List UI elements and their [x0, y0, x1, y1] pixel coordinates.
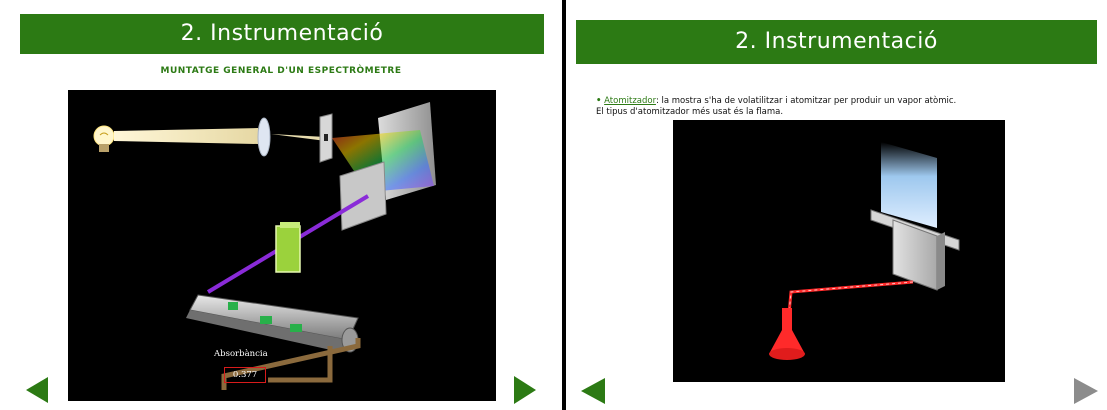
description-text: • Atomitzador: la mostra s'ha de volatil… — [596, 96, 1091, 118]
description-line-2: El tipus d'atomitzador més usat és la fl… — [596, 107, 784, 117]
dispersed-spectrum — [332, 130, 434, 192]
absorbance-value: 0.377 — [224, 367, 266, 383]
slide-title: 2. Instrumentació — [20, 14, 544, 54]
previous-arrow-icon — [581, 378, 605, 404]
previous-button[interactable] — [579, 376, 607, 406]
slide-divider — [562, 0, 566, 410]
lamp-icon — [93, 125, 115, 152]
atomizer-link[interactable]: Atomitzador — [604, 96, 656, 106]
description-line-1: : la mostra s'ha de volatilitzar i atomi… — [655, 96, 957, 106]
light-beam — [114, 128, 258, 144]
next-arrow-icon — [514, 376, 536, 404]
slide-spectrometer: 2. Instrumentació MUNTATGE GENERAL D'UN … — [20, 14, 544, 406]
flame-glow — [881, 142, 937, 228]
burner-icon — [870, 209, 960, 291]
spectrometer-diagram: Absorbància 0.377 — [68, 90, 496, 401]
exit-slit-icon — [339, 161, 387, 231]
wire — [221, 338, 361, 390]
detector-icon — [186, 294, 359, 353]
next-arrow-icon — [1074, 378, 1098, 404]
capillary-tube — [785, 280, 914, 337]
slit-icon — [319, 113, 333, 163]
slide-atomizer: 2. Instrumentació • Atomitzador: la most… — [566, 0, 1107, 410]
next-button-disabled[interactable] — [1072, 376, 1100, 406]
previous-arrow-icon — [26, 377, 48, 403]
next-button[interactable] — [512, 374, 538, 406]
lens-icon — [257, 117, 271, 157]
sample-flask-icon — [769, 308, 805, 360]
spectrometer-diagram-svg — [93, 102, 436, 390]
slide-title: 2. Instrumentació — [576, 20, 1097, 64]
atomizer-diagram — [673, 120, 1005, 382]
wire — [268, 346, 333, 383]
focused-beam — [271, 134, 326, 141]
slide-subtitle: MUNTATGE GENERAL D'UN ESPECTRÒMETRE — [160, 66, 402, 76]
atomizer-diagram-svg — [769, 142, 960, 360]
previous-button[interactable] — [24, 375, 50, 405]
cuvette-icon — [275, 222, 301, 273]
bullet: • — [596, 96, 602, 106]
absorbance-label: Absorbància — [214, 349, 268, 359]
